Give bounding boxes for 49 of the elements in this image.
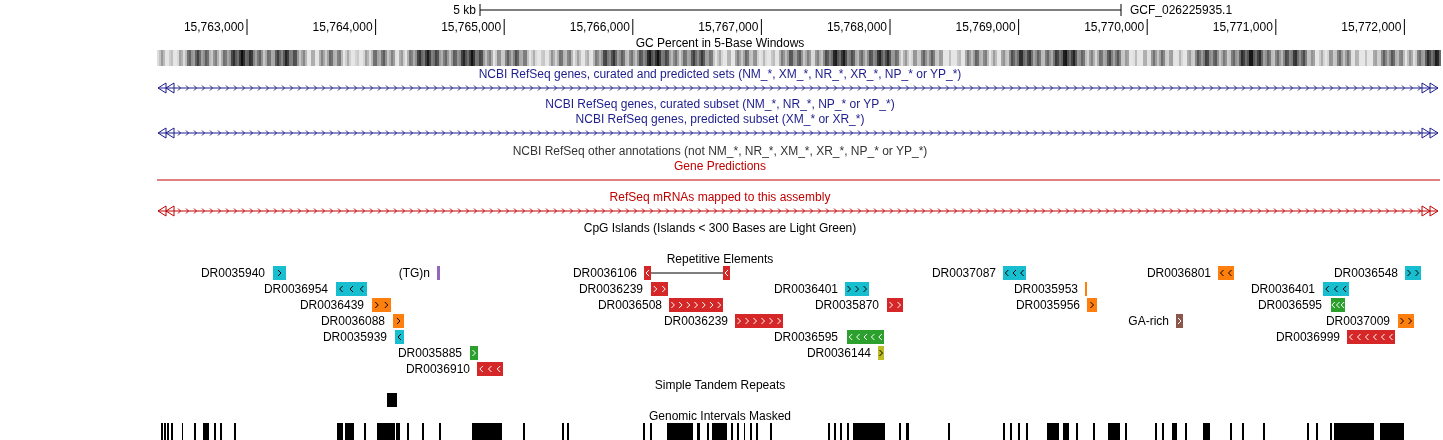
repeat-name: DR0035953	[1013, 282, 1078, 296]
repeat-name: GA-rich	[1128, 314, 1169, 328]
coordinate-label: 15,764,000	[312, 20, 373, 34]
repeat-name: DR0036239	[578, 282, 643, 296]
coordinate-label: 15,768,000	[826, 20, 887, 34]
coordinate-label: 15,765,000	[441, 20, 502, 34]
repeat-name: DR0036508	[597, 298, 662, 312]
track-title: NCBI RefSeq genes, curated subset (NM_*, NR_*, NP_* or YP_*)	[545, 97, 895, 111]
coordinate-label: 15,766,000	[569, 20, 630, 34]
track-title: CpG Islands (Islands < 300 Bases are Light Green)	[583, 221, 857, 235]
repeat-name: DR0036595	[773, 330, 838, 344]
repeat-name: DR0036910	[405, 362, 470, 376]
repeat-name: DR0035870	[814, 298, 879, 312]
repeat-name: DR0036999	[1275, 330, 1340, 344]
repeat-name: DR0036239	[663, 314, 728, 328]
track-title: Simple Tandem Repeats	[654, 378, 786, 392]
repeat-name: DR0036144	[806, 346, 871, 360]
repeat-name: DR0037009	[1325, 314, 1390, 328]
repeat-name: DR0037087	[931, 266, 996, 280]
coordinate-label: 15,769,000	[955, 20, 1016, 34]
repeat-name: DR0036801	[1146, 266, 1211, 280]
repeat-name: DR0036106	[572, 266, 637, 280]
track-title: NCBI RefSeq genes, predicted subset (XM_* or XR_*)	[575, 112, 865, 126]
coordinate-label: 15,771,000	[1212, 20, 1273, 34]
repeat-name: DR0035956	[1015, 298, 1080, 312]
repeat-name: DR0036954	[263, 282, 328, 296]
track-title: Repetitive Elements	[666, 252, 774, 266]
track-title: NCBI RefSeq genes, curated and predicted sets (NM_*, XM_*, NR_*, XR_*, NP_* or YP_*)	[478, 67, 962, 81]
repeat-name: DR0036401	[1250, 282, 1315, 296]
repeat-name: DR0035940	[200, 266, 265, 280]
coordinate-label: 15,770,000	[1084, 20, 1145, 34]
coordinate-label: 15,772,000	[1341, 20, 1402, 34]
coordinate-label: 15,767,000	[698, 20, 759, 34]
repeat-name: DR0036548	[1333, 266, 1398, 280]
repeat-name: DR0036088	[320, 314, 385, 328]
repeat-name: DR0036439	[299, 298, 364, 312]
track-title: NCBI RefSeq other annotations (not NM_*, NR_*, XM_*, XR_*, NP_* or YP_*)	[512, 144, 928, 158]
assembly-label: GCF_026225935.1	[1130, 3, 1233, 17]
repeat-name: DR0036401	[773, 282, 838, 296]
track-title: GC Percent in 5-Base Windows	[635, 36, 805, 50]
track-title: RefSeq mRNAs mapped to this assembly	[609, 190, 831, 204]
repeat-name: DR0035939	[322, 330, 387, 344]
repeat-name: (TG)n	[398, 266, 430, 280]
track-title: Gene Predictions	[673, 159, 767, 173]
repeat-name: DR0036595	[1257, 298, 1322, 312]
repeat-name: DR0035885	[397, 346, 462, 360]
track-title: Genomic Intervals Masked	[648, 409, 792, 423]
coordinate-label: 15,763,000	[183, 20, 244, 34]
scale-label: 5 kb	[453, 3, 476, 17]
